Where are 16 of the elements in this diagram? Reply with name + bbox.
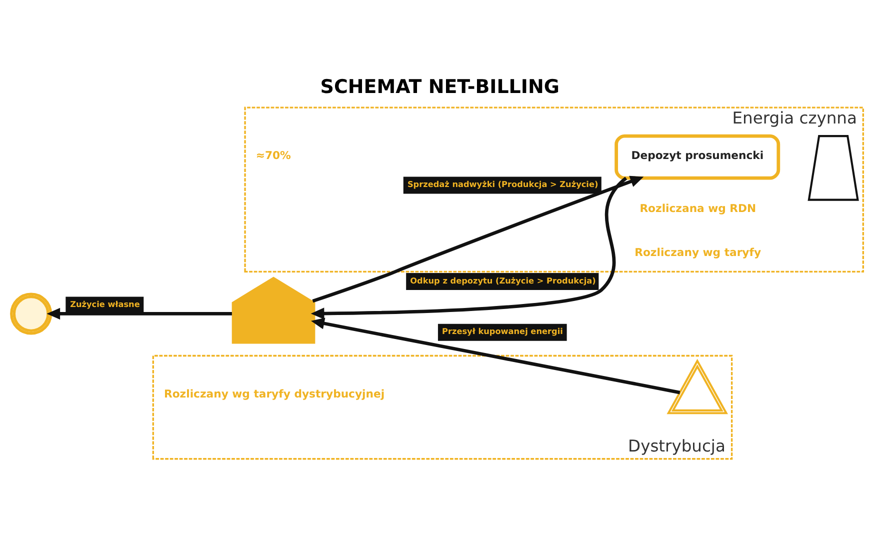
label: Rozliczany wg taryfy dystrybucyjnej — [164, 388, 385, 401]
edge-label: Przesył kupowanej energii — [442, 326, 563, 336]
node-tower — [808, 135, 859, 201]
arrow — [310, 318, 680, 394]
label: ≈70% — [256, 148, 291, 162]
label: Rozliczana wg RDN — [640, 202, 756, 215]
node-box: Depozyt prosumencki — [614, 134, 780, 180]
edge-label: Odkup z depozytu (Zużycie > Produkcja) — [410, 275, 596, 286]
label: Rozliczany wg taryfy — [634, 246, 762, 259]
diagram-title: SCHEMAT NET-BILLING — [320, 76, 560, 98]
edge-label: Sprzedaż nadwyżki (Produkcja > Zużycie) — [407, 178, 598, 189]
node-house — [232, 276, 316, 344]
arrow — [46, 308, 232, 320]
edge-label: Zużycie własne — [70, 299, 140, 310]
node-sun — [10, 292, 52, 335]
node-pylon — [666, 358, 728, 414]
